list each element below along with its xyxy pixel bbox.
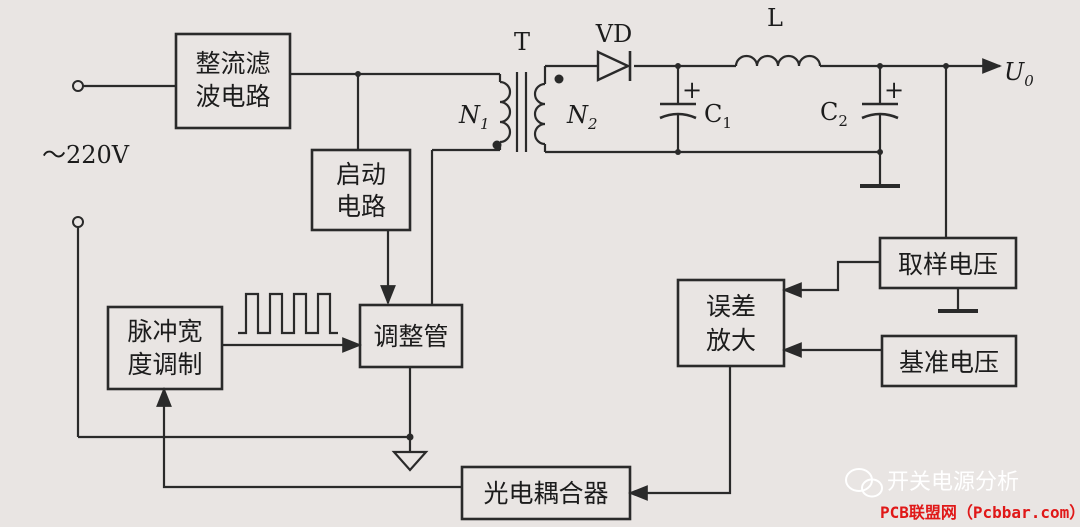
transformer-secondary-winding xyxy=(533,66,564,152)
sampling-ground xyxy=(938,288,978,313)
secondary-bottom-rail xyxy=(545,149,883,155)
optocoupler-to-pwm-arrow xyxy=(156,387,462,489)
optocoupler-label: 光电耦合器 xyxy=(483,479,608,508)
rectifier-label-line1: 整流滤 xyxy=(195,49,270,78)
primary-bus xyxy=(290,71,502,150)
watermark-title: 开关电源分析 xyxy=(887,470,1019,495)
secondary-top-rail xyxy=(545,58,1002,74)
watermark: 开关电源分析 PCB联盟网（Pcbbar.com） xyxy=(845,468,1080,522)
capacitor-c1 xyxy=(659,66,697,152)
transformer-primary-winding xyxy=(430,80,512,305)
output-voltage-label: U0 xyxy=(1004,58,1034,90)
inductor-l xyxy=(734,54,822,67)
n2-label: N2 xyxy=(566,101,598,133)
pwm-label-line2: 度调制 xyxy=(127,350,202,379)
sampling-label: 取样电压 xyxy=(898,250,998,279)
n1-label: N1 xyxy=(458,101,490,133)
startup-label-line1: 启动 xyxy=(336,160,386,189)
erroramp-to-optocoupler-arrow xyxy=(628,366,732,501)
startup-label-line2: 电路 xyxy=(336,192,386,221)
optocoupler-block xyxy=(460,465,632,521)
input-voltage-label: ～220V xyxy=(42,141,130,169)
transformer-core xyxy=(515,72,528,152)
diode-label: VD xyxy=(595,20,633,48)
pwm-label-line1: 脉冲宽 xyxy=(127,317,202,346)
c2-label: C2 xyxy=(820,98,848,130)
input-terminal-top xyxy=(72,80,176,92)
pwm-pulse-train xyxy=(238,292,338,335)
capacitor-c2 xyxy=(860,66,900,188)
sampling-to-erroramp-arrow xyxy=(782,260,880,298)
c1-plus: + xyxy=(682,76,702,104)
c2-plus: + xyxy=(884,76,904,104)
watermark-site: PCB联盟网（Pcbbar.com） xyxy=(880,503,1080,522)
startup-circuit-block xyxy=(310,148,412,232)
inductor-label: L xyxy=(767,4,783,32)
reference-voltage-block xyxy=(880,334,1018,388)
rectifier-label-line2: 波电路 xyxy=(195,82,270,111)
regulator-label: 调整管 xyxy=(373,322,448,351)
primary-ground xyxy=(391,367,429,472)
wechat-icon xyxy=(845,468,883,498)
transformer-label: T xyxy=(514,28,530,56)
rectifier-filter-block xyxy=(174,32,292,130)
input-terminal-bottom xyxy=(72,216,410,439)
erroramp-label-line1: 误差 xyxy=(706,292,756,321)
reference-label: 基准电压 xyxy=(899,348,999,377)
c1-label: C1 xyxy=(704,100,732,132)
diode-vd xyxy=(596,50,632,82)
erroramp-label-line2: 放大 xyxy=(706,326,756,355)
